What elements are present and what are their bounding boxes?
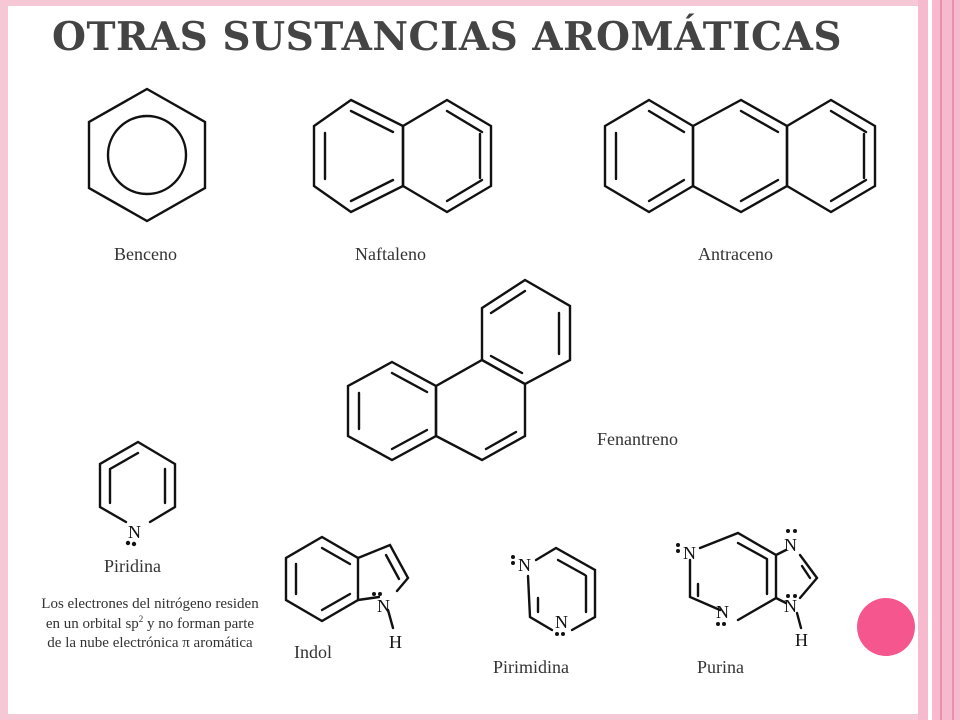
atom-label-h: H — [795, 630, 808, 650]
label-piridina: Piridina — [104, 556, 161, 576]
atom-label-n: N — [377, 596, 390, 616]
bottom-border — [0, 714, 918, 720]
note-text-start: Los electrones del nitrógeno residen en … — [41, 596, 259, 632]
anthracene-structure — [603, 98, 877, 214]
label-fenantreno: Fenantreno — [597, 429, 678, 449]
naphthalene-structure — [312, 98, 493, 214]
pyridine-structure: N — [98, 440, 177, 547]
atom-label-n: N — [784, 535, 797, 555]
label-indol: Indol — [294, 642, 332, 662]
right-accent-bar-outer — [932, 0, 960, 720]
atom-label-h: H — [389, 632, 402, 652]
note-text-end: y no forman parte de la nube electrónica… — [47, 615, 255, 651]
atom-label-n: N — [716, 602, 729, 622]
right-accent-gap — [928, 0, 932, 720]
benzene-structure — [87, 87, 207, 223]
atom-label-n: N — [555, 612, 568, 632]
atom-label-n: N — [784, 596, 797, 616]
pyridine-note: Los electrones del nitrógeno residen en … — [40, 595, 260, 652]
top-border — [0, 0, 918, 6]
indole-structure: N H — [284, 535, 410, 652]
right-accent-stripe — [952, 0, 954, 720]
right-accent-bar — [918, 0, 928, 720]
atom-label-n: N — [518, 555, 531, 575]
decorative-pink-circle — [857, 598, 915, 656]
label-pirimidina: Pirimidina — [493, 657, 569, 677]
purine-structure: N N N N H — [676, 529, 819, 650]
label-naftaleno: Naftaleno — [355, 244, 426, 264]
atom-label-n: N — [128, 522, 141, 542]
label-benceno: Benceno — [114, 244, 177, 264]
note-superscript: 2 — [138, 613, 144, 624]
slide-title: OTRAS SUSTANCIAS AROMÁTICAS — [52, 14, 842, 60]
label-purina: Purina — [697, 657, 744, 677]
pyrimidine-structure: N N — [511, 546, 597, 636]
label-antraceno: Antraceno — [698, 244, 773, 264]
atom-label-n: N — [683, 543, 696, 563]
phenanthrene-structure — [346, 278, 572, 462]
right-accent-stripe — [940, 0, 942, 720]
left-border — [0, 0, 8, 720]
